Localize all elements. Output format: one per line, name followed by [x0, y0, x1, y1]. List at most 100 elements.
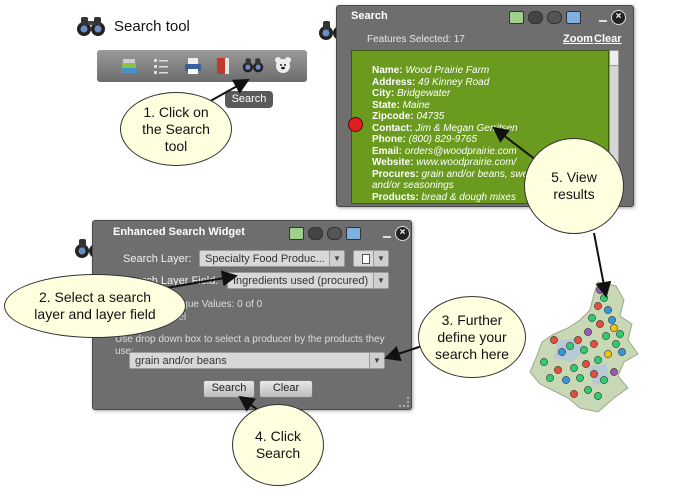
map-marker[interactable]	[580, 346, 588, 354]
bookmark-tool-button[interactable]	[213, 56, 233, 81]
map-marker[interactable]	[612, 340, 620, 348]
result-field: Email: orders@woodprairie.com	[372, 146, 562, 158]
book-icon	[217, 58, 229, 74]
widget-window-controls: ×	[289, 226, 410, 241]
legend-tool-button[interactable]	[151, 56, 171, 81]
callout-step2: 2. Select a search layer and layer field	[4, 274, 186, 338]
map-marker[interactable]	[558, 348, 566, 356]
result-field: State: Maine	[372, 100, 562, 112]
search-tool-header: Search tool	[76, 14, 190, 38]
minimize-icon[interactable]	[383, 235, 391, 238]
widget-title: Enhanced Search Widget	[113, 226, 245, 238]
map-marker[interactable]	[594, 392, 602, 400]
map-marker[interactable]	[600, 376, 608, 384]
result-field-value: 49 Kinney Road	[415, 76, 490, 88]
selected-feature-marker[interactable]	[348, 117, 363, 132]
binoculars-alt-icon[interactable]	[547, 11, 562, 24]
callout-step3: 3. Further define your search here	[418, 296, 526, 378]
result-field-value: www.woodprairie.com/	[413, 157, 517, 168]
map-marker[interactable]	[574, 336, 582, 344]
map-marker[interactable]	[554, 366, 562, 374]
result-field-label: Name:	[372, 65, 403, 76]
map-marker[interactable]	[576, 374, 584, 382]
map-marker[interactable]	[608, 316, 616, 324]
map-marker[interactable]	[546, 374, 554, 382]
clear-button[interactable]: Clear	[259, 380, 313, 398]
result-field-label: Email:	[372, 145, 403, 157]
map-marker[interactable]	[584, 328, 592, 336]
layer-options-select[interactable]: ▼	[353, 250, 389, 267]
search-tool-label: Search tool	[114, 17, 190, 35]
map-marker[interactable]	[570, 364, 578, 372]
layer-field-select[interactable]: Ingredients used (procured) ▼	[227, 272, 389, 289]
map-marker[interactable]	[616, 330, 624, 338]
map-marker[interactable]	[610, 324, 618, 332]
resize-grip[interactable]	[399, 397, 409, 407]
result-field-value: Wood Prairie Farm	[402, 65, 490, 76]
map-marker[interactable]	[582, 360, 590, 368]
window-controls: ×	[509, 10, 626, 25]
table-icon[interactable]	[566, 11, 581, 24]
map-marker[interactable]	[590, 370, 598, 378]
page-icon	[362, 254, 370, 265]
layers-tool-button[interactable]	[119, 56, 139, 81]
minimize-icon[interactable]	[599, 19, 607, 22]
binoculars-icon	[77, 17, 105, 36]
result-field: Name: Wood Prairie Farm	[372, 65, 562, 77]
close-icon[interactable]: ×	[611, 10, 626, 25]
help-tool-button[interactable]	[273, 55, 293, 80]
map-marker[interactable]	[604, 350, 612, 358]
binoculars-small-icon[interactable]	[528, 11, 543, 24]
result-field: and/or seasonings	[372, 180, 562, 192]
result-field-label: Zipcode:	[372, 111, 414, 122]
search-button[interactable]: Search	[203, 380, 255, 398]
list-icon	[154, 59, 168, 74]
bear-icon	[275, 57, 291, 73]
callout-step1: 1. Click on the Search tool	[120, 92, 232, 166]
map-marker[interactable]	[584, 386, 592, 394]
map-marker[interactable]	[588, 314, 596, 322]
result-field-label: Address:	[372, 76, 416, 88]
search-window-title: Search	[351, 10, 388, 22]
map-marker[interactable]	[618, 348, 626, 356]
result-field-value: grain and/or beans, sweeteners	[418, 168, 562, 180]
chevron-down-icon: ▼	[373, 273, 388, 288]
binoculars-alt-icon[interactable]	[327, 227, 342, 240]
map-marker[interactable]	[562, 376, 570, 384]
print-tool-button[interactable]	[183, 56, 203, 81]
map-marker[interactable]	[596, 320, 604, 328]
map-marker[interactable]	[570, 390, 578, 398]
grid-icon[interactable]	[289, 227, 304, 240]
map-marker[interactable]	[590, 340, 598, 348]
map-marker[interactable]	[550, 336, 558, 344]
map-marker[interactable]	[540, 358, 548, 366]
table-icon[interactable]	[346, 227, 361, 240]
map-marker[interactable]	[602, 332, 610, 340]
value-select[interactable]: grain and/or beans ▼	[129, 352, 385, 369]
layers-icon	[121, 59, 137, 73]
search-results-window: Search × Features Selected: 17 Zoom Clea…	[336, 5, 634, 207]
binoculars-small-icon[interactable]	[308, 227, 323, 240]
search-tooltip: Search	[225, 91, 273, 108]
map-marker[interactable]	[594, 356, 602, 364]
arrow-step4	[238, 395, 259, 412]
map-marker[interactable]	[594, 302, 602, 310]
grid-icon[interactable]	[509, 11, 524, 24]
arrow-step2	[165, 270, 238, 289]
chevron-down-icon: ▼	[373, 251, 388, 266]
map-marker[interactable]	[604, 306, 612, 314]
search-layer-select[interactable]: Specialty Food Produc... ▼	[199, 250, 345, 267]
arrow-step5-results	[492, 126, 537, 161]
result-field: Phone: (800) 829-9765	[372, 134, 562, 146]
map-marker[interactable]	[566, 342, 574, 350]
search-tool-button[interactable]	[242, 55, 264, 80]
close-icon[interactable]: ×	[395, 226, 410, 241]
result-field: Address: 49 Kinney Road	[372, 77, 562, 89]
map-marker[interactable]	[610, 368, 618, 376]
result-field-label: Procures:	[372, 168, 419, 180]
zoom-link[interactable]: Zoom	[563, 33, 593, 45]
clear-link[interactable]: Clear	[594, 33, 622, 45]
search-layer-label: Search Layer:	[123, 253, 192, 265]
